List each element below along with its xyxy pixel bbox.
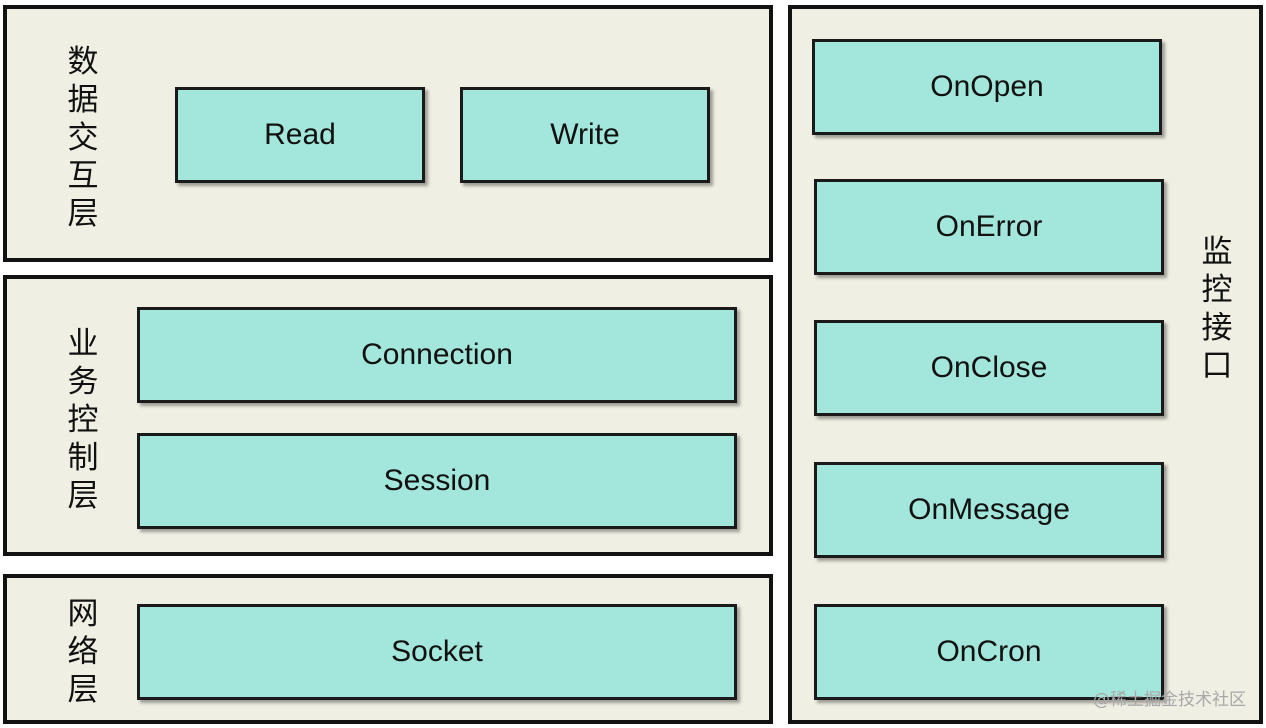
data-interaction-layer-label: 数 据 交 互 层	[67, 44, 99, 232]
onopen-box: OnOpen	[812, 39, 1162, 135]
read-box: Read	[175, 87, 425, 183]
business-control-layer-panel: 业 务 控 制 层 Connection Session	[3, 275, 773, 556]
onclose-box: OnClose	[814, 320, 1164, 416]
data-interaction-layer-panel: 数 据 交 互 层 Read Write	[3, 5, 773, 262]
onerror-box: OnError	[814, 179, 1164, 275]
business-control-layer-label: 业 务 控 制 层	[67, 326, 99, 514]
socket-box: Socket	[137, 604, 737, 700]
session-box: Session	[137, 433, 737, 529]
monitoring-interface-label: 监 控 接 口	[1201, 234, 1233, 384]
oncron-box: OnCron	[814, 604, 1164, 700]
watermark-text: @稀土掘金技术社区	[1093, 690, 1246, 710]
network-layer-label: 网 络 层	[67, 596, 99, 708]
network-layer-panel: 网 络 层 Socket	[3, 574, 773, 724]
onmessage-box: OnMessage	[814, 462, 1164, 558]
write-box: Write	[460, 87, 710, 183]
monitoring-interface-panel: 监 控 接 口 OnOpen OnError OnClose OnMessage…	[788, 5, 1263, 724]
connection-box: Connection	[137, 307, 737, 403]
